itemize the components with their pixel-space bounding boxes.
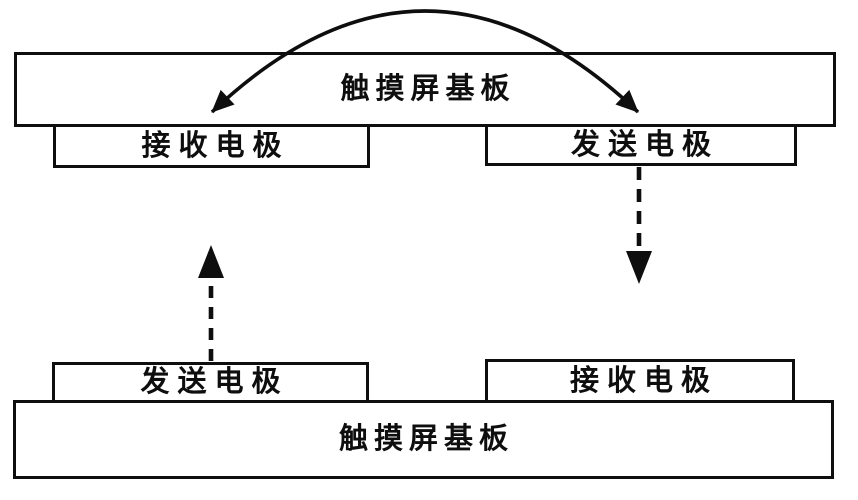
bottom-transmit-electrode-box: 发送电极 — [52, 362, 369, 403]
bottom-receive-electrode-label: 接收电极 — [569, 364, 718, 397]
dashed-up-arrowhead — [198, 245, 224, 278]
top-receive-electrode-box: 接收电极 — [53, 124, 370, 168]
top-transmit-electrode-box: 发送电极 — [485, 124, 797, 166]
top-substrate-label: 触摸屏基板 — [340, 73, 516, 105]
top-substrate-box: 触摸屏基板 — [14, 52, 836, 127]
bottom-receive-electrode-box: 接收电极 — [485, 359, 795, 403]
dashed-up-arrow — [198, 245, 224, 361]
dashed-down-arrowhead — [626, 251, 652, 284]
bottom-substrate-box: 触摸屏基板 — [13, 400, 834, 479]
top-transmit-electrode-label: 发送电极 — [570, 128, 719, 161]
bottom-substrate-label: 触摸屏基板 — [338, 423, 514, 455]
bottom-transmit-electrode-label: 发送电极 — [140, 366, 289, 398]
dashed-down-arrow — [626, 167, 652, 284]
top-receive-electrode-label: 接收电极 — [141, 129, 290, 162]
